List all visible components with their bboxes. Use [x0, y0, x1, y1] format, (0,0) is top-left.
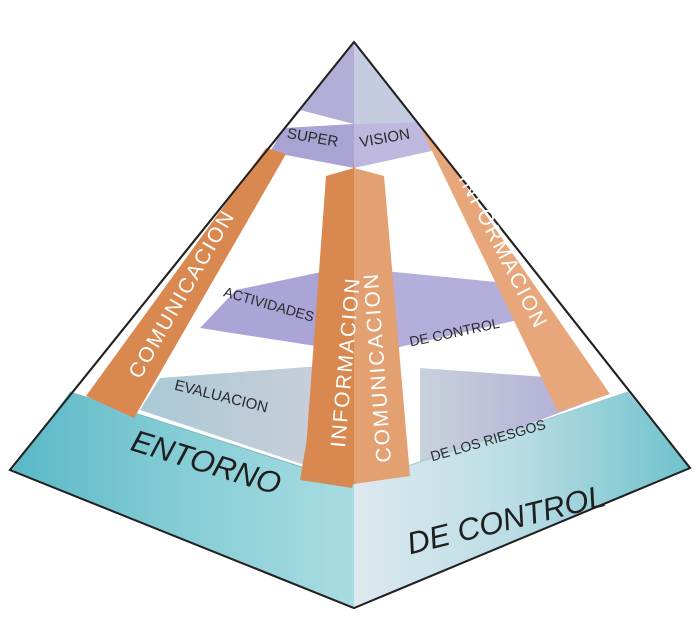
evaluacion-plane-right [420, 368, 582, 466]
apex-left-face [300, 42, 354, 124]
pillar-center-right [354, 168, 410, 484]
pillar-left-edge [86, 148, 286, 418]
evaluacion-plane-left [140, 366, 320, 470]
pyramid-left-edge [8, 41, 355, 609]
pillar-center-left-body [304, 168, 354, 484]
base-left-face [12, 392, 354, 608]
pyramid-right-edge [353, 41, 692, 609]
supervision-band-right [354, 122, 436, 168]
supervision-band-left [270, 124, 354, 168]
pillar-right-edge [418, 122, 610, 412]
base-right-face [354, 392, 690, 608]
